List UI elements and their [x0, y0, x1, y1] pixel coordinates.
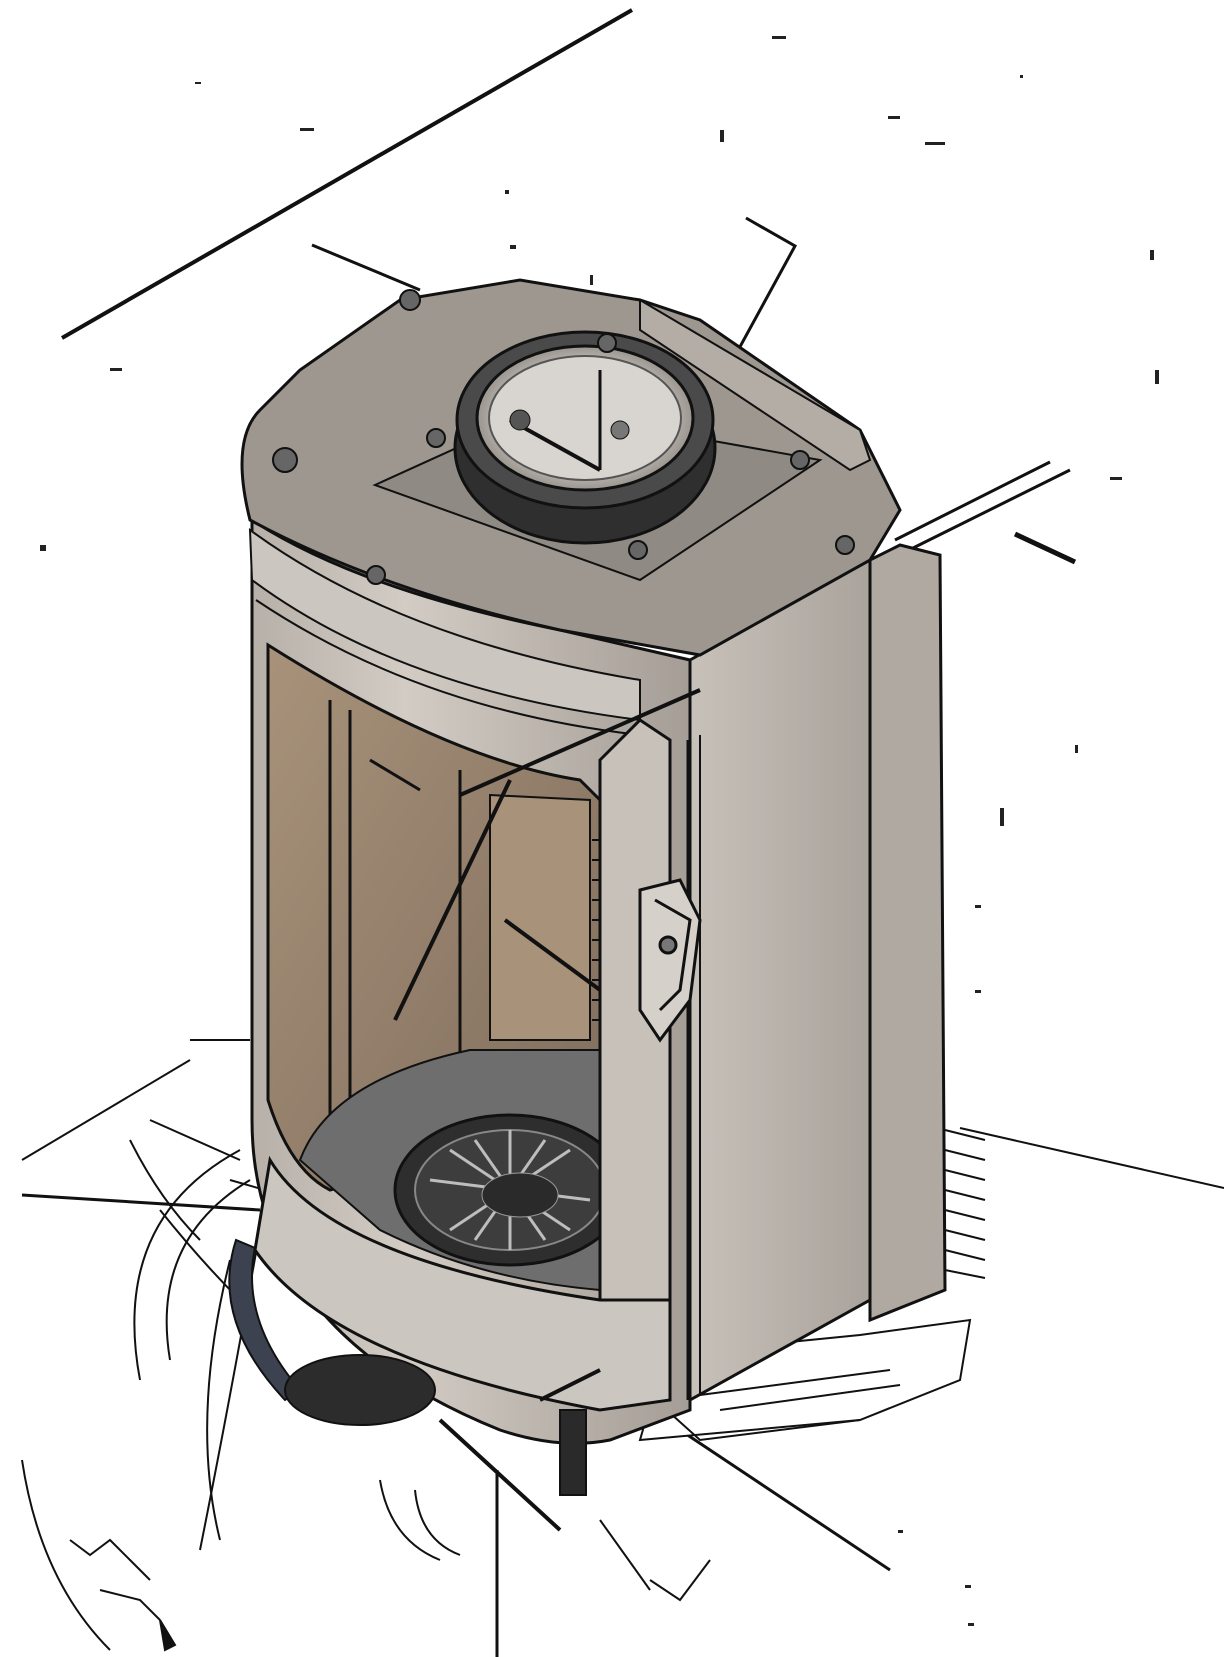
glass-frame-bars: [328, 700, 462, 1140]
foot-post: [559, 1409, 587, 1496]
door-slots: [592, 839, 600, 1021]
section-lines: [393, 688, 701, 1402]
rear-panel: [868, 543, 947, 1323]
door-frame: [598, 718, 672, 1402]
drawing-specks: [40, 36, 1159, 1626]
lower-door-ring: [253, 1155, 672, 1412]
top-bolts: [272, 289, 855, 585]
rear-bracket: [639, 298, 872, 472]
firebox-rear-wall: [489, 793, 591, 1041]
bottom-left-detail: [69, 1538, 177, 1652]
side-panel: [688, 557, 872, 1403]
flue-collar-icon: [453, 330, 717, 545]
ash-pan: [284, 1354, 436, 1426]
door-handle-icon: [638, 878, 702, 1043]
right-fins: [944, 1129, 986, 1279]
grate-icon: [393, 1113, 627, 1267]
construction-lines: [21, 8, 1224, 1657]
